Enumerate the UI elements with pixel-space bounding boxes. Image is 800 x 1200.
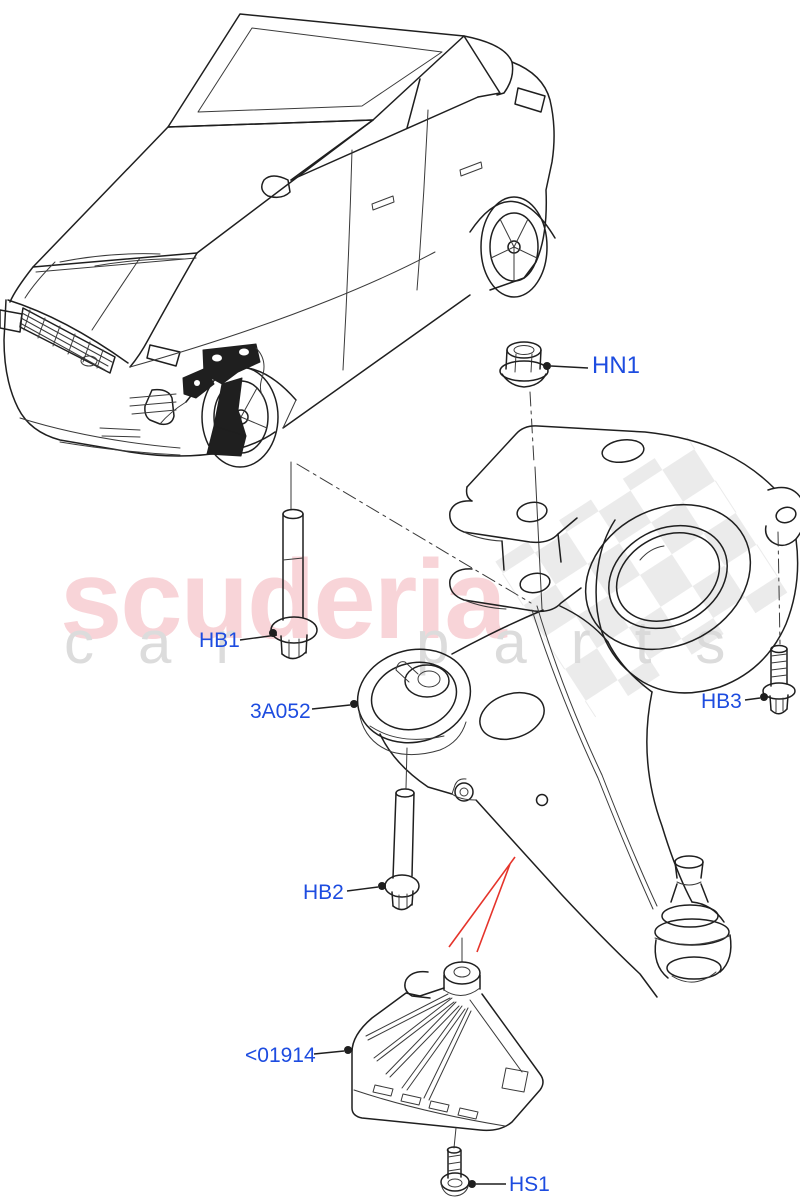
watermark-checker-flag xyxy=(494,436,789,718)
shield-illustration xyxy=(351,937,544,1132)
hb2-bolt-illustration xyxy=(384,747,420,911)
callout-hb2[interactable]: HB2 xyxy=(303,881,344,904)
vehicle-illustration xyxy=(0,13,556,468)
hb1-bolt-illustration xyxy=(270,461,532,660)
watermark: scuderia car parts xyxy=(60,436,789,718)
callout-01914[interactable]: <01914 xyxy=(245,1044,316,1067)
callout-hb3[interactable]: HB3 xyxy=(701,690,742,713)
control-arm-illustration xyxy=(356,425,800,998)
callout-hs1[interactable]: HS1 xyxy=(509,1173,550,1196)
callout-leader-lines xyxy=(239,362,768,1188)
red-pointer-arrows xyxy=(448,856,516,953)
callout-3a052[interactable]: 3A052 xyxy=(250,700,311,723)
hs1-screw-illustration xyxy=(440,1127,470,1197)
callout-hn1[interactable]: HN1 xyxy=(592,352,641,379)
callout-hb1[interactable]: HB1 xyxy=(199,629,240,652)
hn1-nut-illustration xyxy=(499,341,549,610)
hb3-bolt-illustration xyxy=(762,531,796,715)
